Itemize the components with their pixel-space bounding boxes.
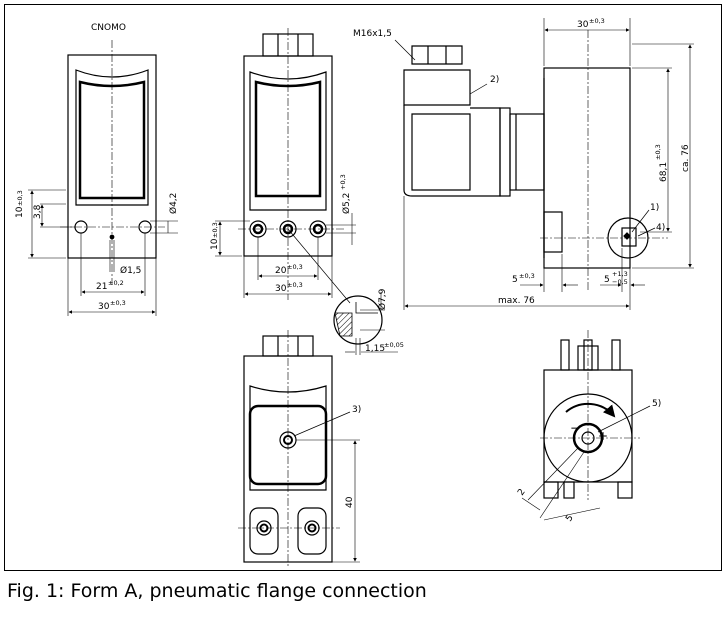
svg-text:3): 3)	[352, 405, 361, 415]
svg-text:±0,3: ±0,3	[519, 272, 535, 280]
svg-text:−: −	[570, 421, 580, 435]
figure-caption: Fig. 1: Form A, pneumatic flange connect…	[7, 580, 427, 602]
svg-text:Ø1,5: Ø1,5	[120, 265, 141, 276]
svg-text:68,1: 68,1	[659, 162, 669, 182]
view-rear: 3) 40	[238, 330, 361, 566]
svg-text:±0,3: ±0,3	[16, 190, 24, 206]
svg-text:5): 5)	[652, 399, 661, 409]
svg-text:30: 30	[275, 284, 287, 294]
svg-text:1,15: 1,15	[365, 344, 385, 354]
svg-text:max. 76: max. 76	[498, 296, 535, 306]
svg-text:+1,3: +1,3	[612, 270, 628, 278]
view-cnomo-flange: CNOMO 10 ±0,3 3,8 Ø4,2 Ø1,5 21 ±0	[15, 23, 179, 316]
svg-text:Ø5,2: Ø5,2	[341, 193, 352, 214]
technical-drawing: CNOMO 10 ±0,3 3,8 Ø4,2 Ø1,5 21 ±0	[15, 17, 694, 566]
svg-text:3,8: 3,8	[33, 204, 43, 219]
svg-text:±0,2: ±0,2	[108, 279, 124, 287]
svg-text:4): 4)	[656, 223, 665, 233]
svg-text:+: +	[598, 429, 608, 443]
svg-text:10: 10	[210, 238, 220, 250]
svg-text:40: 40	[345, 496, 355, 508]
svg-text:±0,3: ±0,3	[654, 144, 662, 160]
svg-text:±0,3: ±0,3	[589, 17, 605, 25]
svg-text:±0,3: ±0,3	[110, 299, 126, 307]
svg-text:±0,3: ±0,3	[287, 281, 303, 289]
view-manual-override: − + 5) 2 5	[516, 330, 661, 524]
svg-text:5: 5	[564, 513, 575, 523]
svg-text:M16x1,5: M16x1,5	[353, 29, 392, 39]
svg-text:±0,3: ±0,3	[287, 263, 303, 271]
svg-text:21: 21	[96, 282, 107, 292]
svg-text:ca. 76: ca. 76	[681, 144, 691, 172]
svg-text:30: 30	[577, 20, 589, 30]
svg-text:+0,3: +0,3	[339, 174, 347, 190]
svg-text:±0,3: ±0,3	[211, 222, 219, 238]
svg-text:1): 1)	[650, 203, 659, 213]
svg-text:5: 5	[604, 275, 610, 285]
cnomo-label: CNOMO	[91, 23, 126, 33]
view-front: 10 ±0,3 Ø5,2 +0,3 20 ±0,3 30 ±0,3 Ø7,9 1…	[210, 28, 404, 355]
svg-text:10: 10	[15, 206, 25, 218]
svg-text:2: 2	[516, 487, 527, 497]
svg-text:±0,05: ±0,05	[384, 341, 404, 349]
svg-text:2): 2)	[490, 75, 499, 85]
svg-text:−0,5: −0,5	[612, 278, 628, 286]
svg-text:Ø7,9: Ø7,9	[377, 288, 388, 310]
svg-text:Ø4,2: Ø4,2	[168, 193, 179, 214]
view-side: M16x1,5 2) 1) 4)	[353, 17, 694, 310]
svg-text:30: 30	[98, 302, 110, 312]
drawing-frame	[4, 4, 722, 571]
svg-text:5: 5	[512, 275, 518, 285]
svg-text:20: 20	[275, 266, 287, 276]
